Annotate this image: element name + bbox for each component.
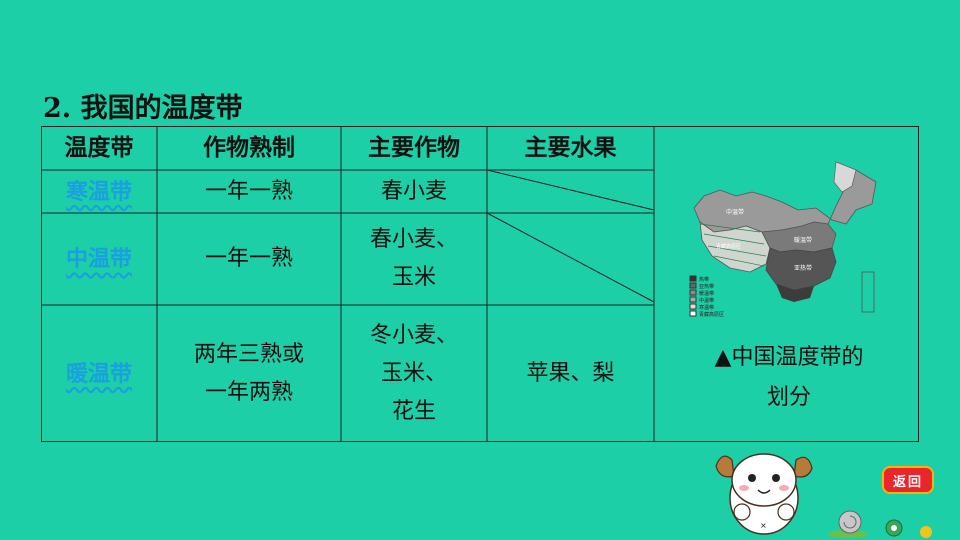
zone-middle-temperate: 中温带 bbox=[65, 246, 132, 272]
caption-line: ▲中国温度带的 bbox=[714, 345, 864, 370]
map-legend-item: 青藏高原区 bbox=[699, 311, 724, 318]
back-button[interactable]: 返回 bbox=[882, 466, 934, 494]
temperature-zone-table: 温度带 作物熟制 主要作物 主要水果 寒温带 一年一熟 春小麦 中温带 一年一熟… bbox=[41, 126, 919, 442]
header-zone: 温度带 bbox=[64, 135, 134, 161]
map-label: 亚热带 bbox=[794, 264, 812, 272]
map-caption: ▲中国温度带的 划分 bbox=[684, 338, 894, 418]
crop-item: 冬小麦、 bbox=[369, 322, 458, 348]
caption-line: 划分 bbox=[766, 385, 811, 410]
header-system: 作物熟制 bbox=[203, 135, 295, 161]
zone-cold-temperate: 寒温带 bbox=[65, 178, 132, 205]
map-legend-item: 热带 bbox=[699, 276, 709, 283]
system-cell: 一年一熟 bbox=[204, 246, 293, 271]
system-cell: 一年一熟 bbox=[204, 178, 293, 204]
crop-item: 花生 bbox=[391, 398, 436, 424]
page-title: 2. 我国的温度带 bbox=[43, 93, 243, 124]
map-legend-item: 暖温带 bbox=[699, 290, 714, 297]
cartoon-dog-icon: × bbox=[715, 453, 813, 535]
crop-item: 春小麦、 bbox=[369, 227, 458, 252]
crop-item: 玉米、 bbox=[380, 360, 447, 386]
crops-cell: 冬小麦、 玉米、 花生 bbox=[341, 305, 487, 442]
map-label: 青藏高原区 bbox=[716, 243, 741, 250]
header-fruits: 主要水果 bbox=[524, 135, 617, 161]
system-cell: 两年三熟或 一年两熟 bbox=[157, 305, 341, 442]
fruits-cell: 苹果、梨 bbox=[526, 360, 615, 386]
svg-text:×: × bbox=[760, 521, 767, 530]
map-label: 中温带 bbox=[726, 208, 744, 216]
china-temperature-zone-map: 热带 亚热带 暖温带 中温带 寒温带 青藏高原区 中温带 青藏高原区 暖温带 亚… bbox=[689, 161, 877, 318]
system-line: 一年两熟 bbox=[204, 379, 293, 405]
crops-cell: 春小麦 bbox=[380, 178, 447, 204]
crop-item: 玉米 bbox=[391, 265, 436, 290]
map-legend-item: 亚热带 bbox=[699, 283, 714, 290]
header-crops: 主要作物 bbox=[368, 135, 460, 161]
system-line: 两年三熟或 bbox=[193, 341, 304, 367]
map-label: 暖温带 bbox=[794, 236, 812, 244]
diagonal-slash bbox=[486, 169, 655, 211]
crops-cell: 春小麦、 玉米 bbox=[341, 213, 487, 305]
map-legend-item: 中温带 bbox=[699, 297, 714, 304]
diagonal-slash bbox=[486, 212, 655, 303]
zone-warm-temperate: 暖温带 bbox=[65, 360, 132, 387]
table-grid bbox=[41, 126, 919, 442]
map-legend-item: 寒温带 bbox=[699, 304, 714, 311]
snail-icon bbox=[828, 510, 932, 538]
